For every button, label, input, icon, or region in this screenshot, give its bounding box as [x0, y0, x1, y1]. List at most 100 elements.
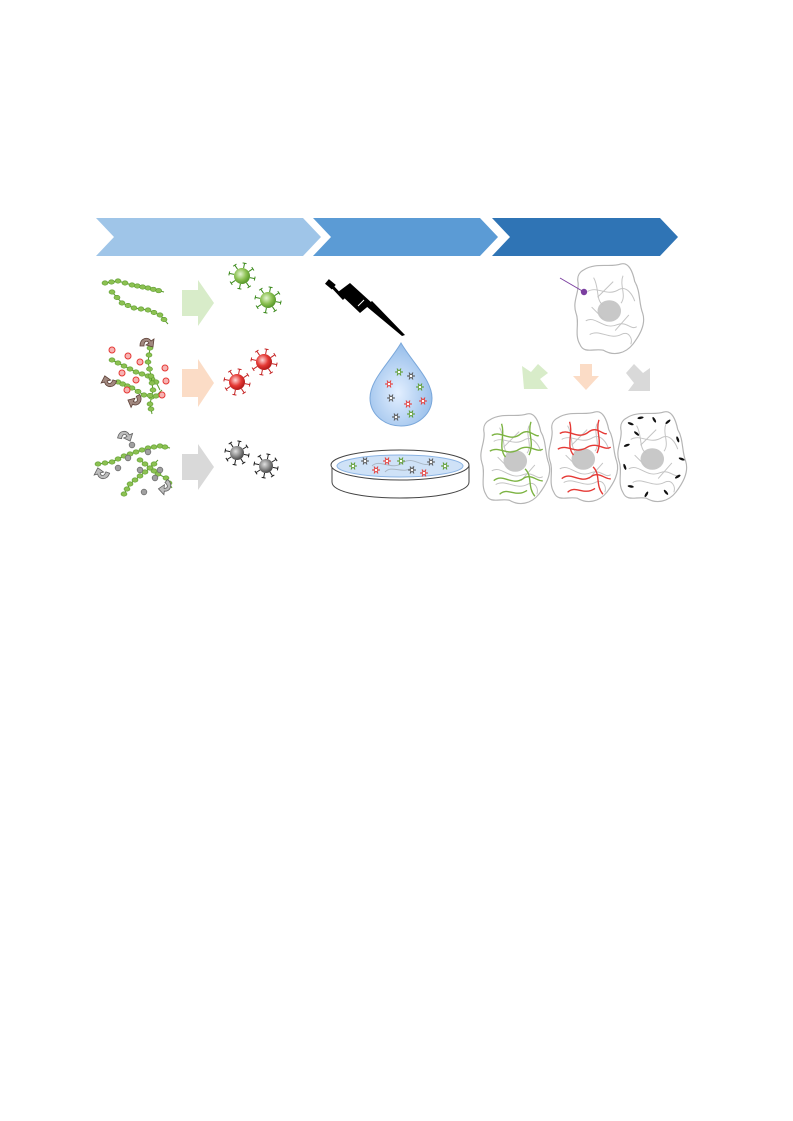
red-monomer: [132, 376, 140, 384]
black-particle: [663, 489, 669, 495]
orange-block-arrow: [182, 359, 214, 407]
black-particle: [676, 436, 680, 443]
droplet-particle: [395, 368, 403, 376]
gray-monomer: [140, 488, 148, 496]
green-filament: [524, 468, 536, 497]
polymer-chain: [94, 443, 171, 467]
gray-nanoparticle: [224, 440, 250, 466]
droplet-icon: [369, 342, 433, 427]
droplet-particle: [387, 394, 395, 402]
black-particle: [652, 417, 657, 423]
orange-down-arrow: [573, 364, 599, 390]
gray-monomer: [114, 464, 122, 472]
droplet-particle: [385, 380, 393, 388]
black-particle: [627, 485, 634, 488]
cell-nucleus: [640, 448, 665, 470]
red-monomer: [118, 369, 126, 377]
black-particle: [634, 431, 640, 436]
black-particle: [644, 491, 649, 498]
gray-block-arrow: [182, 444, 214, 490]
cell-nucleus: [503, 450, 528, 472]
curved-arrow: [139, 337, 155, 348]
red-filament: [596, 419, 600, 454]
red-monomer: [108, 346, 116, 354]
dish-particle: [408, 466, 416, 474]
red-monomer: [123, 386, 131, 394]
cell-nucleus: [571, 448, 596, 470]
gray-monomer: [136, 466, 144, 474]
red-filament: [561, 474, 612, 480]
black-particle-cell: [617, 411, 688, 503]
petri-dish-icon: [330, 449, 470, 499]
monomer-dots: [108, 346, 170, 496]
stage-2-chevron: [313, 218, 498, 256]
black-particle: [674, 474, 681, 479]
curved-arrows: [93, 337, 172, 496]
black-particle: [678, 457, 685, 461]
red-filament: [559, 428, 608, 436]
green-filament-cell: [480, 413, 551, 505]
droplet-particle: [407, 372, 415, 380]
curved-arrow: [100, 375, 118, 388]
green-filament: [491, 430, 540, 438]
green-filament: [499, 489, 528, 495]
droplet-particle: [416, 383, 424, 391]
red-nanoparticle: [223, 368, 251, 396]
green-block-arrow: [182, 280, 214, 326]
polymer-chains: [94, 278, 173, 497]
curved-arrow: [127, 393, 142, 409]
dish-particle: [383, 457, 391, 465]
dish-particle: [420, 469, 428, 477]
gray-monomer: [144, 448, 152, 456]
black-particle: [637, 416, 644, 420]
dish-particle: [349, 462, 357, 470]
curved-arrow: [93, 467, 111, 480]
dish-particle: [397, 457, 405, 465]
gray-nanoparticle: [253, 453, 279, 479]
green-filament: [528, 421, 532, 456]
droplet-particle: [404, 400, 412, 408]
black-particle: [623, 463, 627, 470]
dish-particle: [372, 466, 380, 474]
droplet-particle: [407, 410, 415, 418]
dish-cell: [371, 460, 433, 467]
red-nanoparticle: [250, 348, 278, 376]
green-nanoparticle: [228, 262, 256, 290]
red-filament: [557, 444, 612, 451]
green-filament: [493, 476, 544, 482]
dish-particle: [441, 462, 449, 470]
green-down-arrow: [522, 364, 548, 389]
green-filament: [489, 446, 544, 453]
red-filament: [568, 421, 575, 456]
dish-particle: [361, 457, 369, 465]
polymer-chain: [101, 278, 165, 294]
gray-monomer: [124, 454, 132, 462]
polymer-chain: [108, 289, 169, 325]
probe-marker: [559, 277, 588, 296]
gray-monomer: [156, 466, 164, 474]
red-monomer: [136, 358, 144, 366]
nanoparticles: [223, 262, 282, 479]
red-filament: [592, 466, 604, 495]
cells: [480, 263, 688, 505]
green-nanoparticle: [254, 286, 282, 314]
gray-monomer: [128, 441, 136, 449]
curved-arrow: [157, 478, 172, 496]
cell-nucleus: [597, 300, 622, 322]
red-monomer: [162, 377, 170, 385]
curved-arrow: [117, 430, 134, 442]
stage-1-chevron: [96, 218, 321, 256]
red-filament-cell: [548, 411, 619, 503]
black-particle: [623, 443, 630, 447]
target-cell: [574, 263, 645, 355]
gray-monomer: [151, 474, 159, 482]
droplet-particle: [392, 413, 400, 421]
gray-down-arrow: [626, 364, 650, 391]
red-monomer: [124, 352, 132, 360]
stage-3-chevron: [492, 218, 678, 256]
black-particle: [627, 422, 634, 426]
green-filament: [500, 423, 507, 458]
red-filament: [567, 487, 596, 493]
polymer-chain: [120, 459, 159, 497]
